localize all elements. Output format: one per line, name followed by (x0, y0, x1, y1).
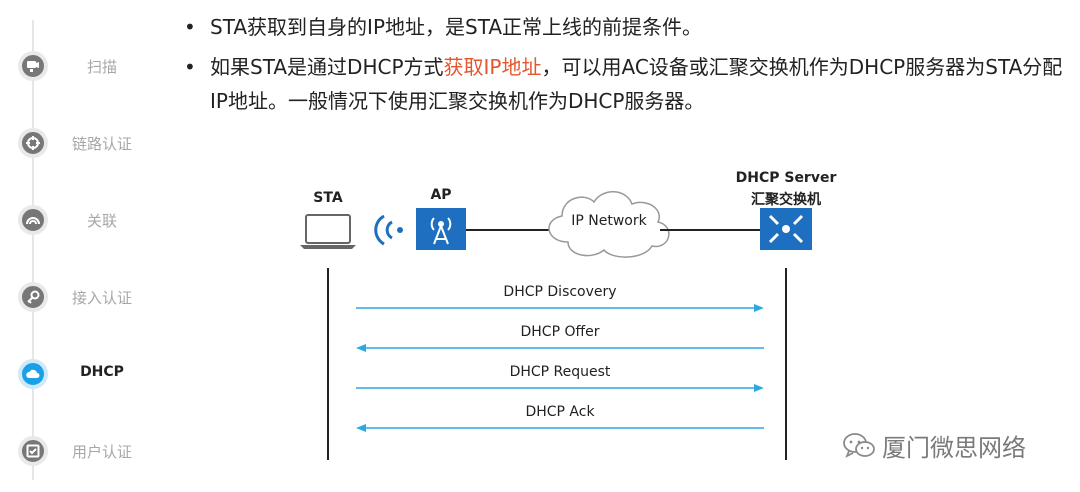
msg-request: DHCP Request (509, 364, 611, 380)
arrowhead (356, 424, 366, 432)
arrowhead (754, 384, 764, 392)
msg-offer: DHCP Offer (520, 324, 600, 340)
bullet-highlight: 获取IP地址 (443, 55, 542, 79)
bullet-list: • STA获取到自身的IP地址，是STA正常上线的前提条件。 • 如果STA是通… (180, 10, 1070, 124)
arrowhead (356, 344, 366, 352)
key-icon (18, 282, 48, 312)
checkbox-icon (18, 436, 48, 466)
cloud-icon (18, 359, 48, 389)
access-point-icon (416, 208, 466, 250)
bullet-item-1: • STA获取到自身的IP地址，是STA正常上线的前提条件。 (180, 10, 1070, 44)
watermark: 厦门微思网络 (842, 428, 1026, 463)
watermark-text: 厦门微思网络 (882, 434, 1026, 462)
step-label: 用户认证 (71, 443, 132, 461)
sta-label: STA (313, 190, 343, 206)
wechat-icon (843, 432, 875, 458)
step-label: DHCP (80, 364, 124, 380)
progress-line (32, 20, 34, 480)
bullet-item-2: • 如果STA是通过DHCP方式获取IP地址，可以用AC设备或汇聚交换机作为DH… (180, 50, 1070, 118)
step-label: 接入认证 (71, 289, 132, 307)
bullet-text-post: ，可以用AC设备或汇聚交换机作为DHCP服务器为STA分配IP地址。一般情况下使… (210, 55, 1063, 113)
association-icon (18, 205, 48, 235)
cloud-network-icon (548, 191, 670, 258)
wifi-signal-icon (374, 214, 403, 246)
server-sublabel: 汇聚交换机 (751, 192, 821, 208)
step-label: 关联 (86, 212, 117, 230)
step-label: 链路认证 (71, 135, 132, 153)
arrowhead (754, 304, 764, 312)
step-access-auth[interactable]: 接入认证 (0, 276, 170, 316)
laptop-icon (300, 214, 356, 249)
bullet-dot: • (184, 55, 196, 79)
dhcp-sequence-diagram: STA AP IP Network DHCP Server 汇聚交换机 DHCP… (280, 160, 880, 460)
bullet-text-pre: 如果STA是通过DHCP方式 (210, 55, 444, 79)
bullet-text: STA获取到自身的IP地址，是STA正常上线的前提条件。 (210, 15, 703, 39)
step-label: 扫描 (86, 58, 117, 76)
scan-icon (18, 51, 48, 81)
network-label: IP Network (571, 213, 647, 229)
step-dhcp[interactable]: DHCP (0, 353, 170, 393)
ap-label: AP (430, 187, 452, 203)
bullet-dot: • (184, 15, 196, 39)
step-scan[interactable]: 扫描 (0, 45, 170, 85)
step-link-auth[interactable]: 链路认证 (0, 122, 170, 162)
step-association[interactable]: 关联 (0, 199, 170, 239)
step-user-auth[interactable]: 用户认证 (0, 430, 170, 470)
link-auth-icon (18, 128, 48, 158)
progress-sidebar: 扫描 链路认证 关联 接入认证 DHCP 用户认证 (0, 0, 170, 492)
msg-ack: DHCP Ack (525, 404, 595, 420)
server-label: DHCP Server (735, 170, 837, 186)
switch-icon (760, 208, 812, 250)
msg-discovery: DHCP Discovery (503, 284, 617, 300)
